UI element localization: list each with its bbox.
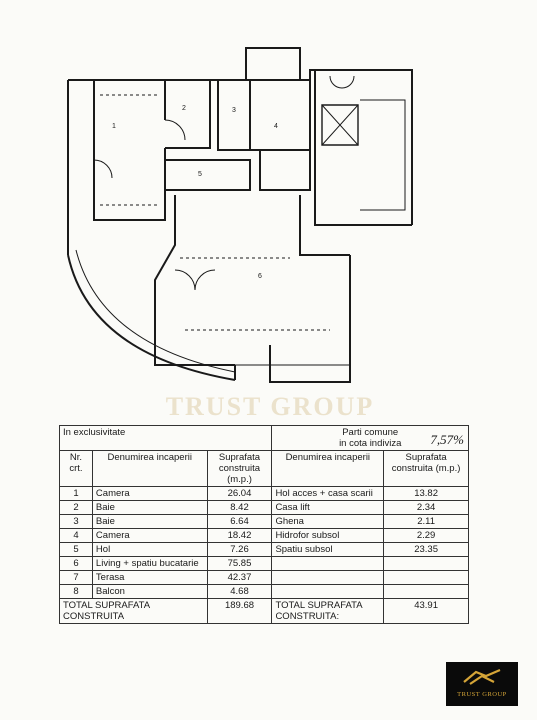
section-common: Parti comune in cota indiviza 7,57%	[271, 425, 469, 451]
row-common-area	[383, 584, 469, 599]
row-common-room: Hidrofor subsol	[271, 528, 385, 543]
row-area: 18.42	[206, 528, 273, 543]
total-left-label: TOTAL SUPRAFATA CONSTRUITA	[59, 598, 208, 624]
row-nr: 2	[59, 500, 93, 515]
row-common-room: Casa lift	[271, 500, 385, 515]
row-nr: 5	[59, 542, 93, 557]
svg-text:3: 3	[232, 107, 236, 114]
row-common-room	[271, 556, 385, 571]
handwritten-quota: 7,57%	[430, 432, 464, 447]
col-common-area: Suprafata construita (m.p.)	[383, 450, 469, 487]
row-area: 75.85	[206, 556, 273, 571]
row-common-area: 13.82	[383, 486, 469, 501]
section-common-quota-label: in cota indiviza	[339, 438, 402, 449]
row-nr: 7	[59, 570, 93, 585]
row-nr: 6	[59, 556, 93, 571]
row-common-area: 2.29	[383, 528, 469, 543]
row-common-room: Hol acces + casa scarii	[271, 486, 385, 501]
row-room: Hol	[91, 542, 208, 557]
logo-text: TRUST GROUP	[457, 691, 507, 698]
row-nr: 8	[59, 584, 93, 599]
row-common-area: 23.35	[383, 542, 469, 557]
row-common-room	[271, 570, 385, 585]
row-room: Baie	[91, 500, 208, 515]
total-left-value: 189.68	[206, 598, 273, 624]
row-common-room	[271, 584, 385, 599]
col-room: Denumirea incaperii	[91, 450, 208, 487]
row-room: Terasa	[91, 570, 208, 585]
handshake-icon	[463, 668, 501, 685]
total-right-value: 43.91	[383, 598, 469, 624]
row-area: 7.26	[206, 542, 273, 557]
row-common-area: 2.34	[383, 500, 469, 515]
svg-text:5: 5	[198, 171, 202, 178]
row-common-area	[383, 570, 469, 585]
row-area: 8.42	[206, 500, 273, 515]
section-common-label: Parti comune	[342, 427, 399, 438]
row-room: Baie	[91, 514, 208, 529]
row-nr: 4	[59, 528, 93, 543]
row-nr: 1	[59, 486, 93, 501]
col-nr: Nr. crt.	[59, 450, 93, 487]
row-common-area: 2.11	[383, 514, 469, 529]
col-common-room: Denumirea incaperii	[271, 450, 385, 487]
row-common-room: Ghena	[271, 514, 385, 529]
svg-text:4: 4	[274, 123, 278, 130]
total-right-label: TOTAL SUPRAFATA CONSTRUITA:	[271, 598, 385, 624]
watermark-text: TRUST GROUP	[165, 392, 375, 421]
row-area: 6.64	[206, 514, 273, 529]
svg-text:6: 6	[258, 273, 262, 280]
floor-plan-drawing: 1 2 3 4 5 6	[67, 47, 413, 383]
section-exclusive-label: In exclusivitate	[63, 427, 126, 438]
area-table: In exclusivitate Parti comune in cota in…	[58, 425, 469, 624]
col-area: Suprafata construita (m.p.)	[206, 450, 273, 487]
row-area: 26.04	[206, 486, 273, 501]
row-room: Balcon	[91, 584, 208, 599]
row-room: Living + spatiu bucatarie	[91, 556, 208, 571]
row-common-area	[383, 556, 469, 571]
total-row: TOTAL SUPRAFATA CONSTRUITA 189.68 TOTAL …	[59, 598, 469, 624]
row-area: 42.37	[206, 570, 273, 585]
row-area: 4.68	[206, 584, 273, 599]
row-nr: 3	[59, 514, 93, 529]
trust-group-logo: TRUST GROUP	[446, 662, 518, 706]
column-header-row: Nr. crt. Denumirea incaperii Suprafata c…	[59, 450, 469, 487]
row-room: Camera	[91, 528, 208, 543]
svg-text:1: 1	[112, 123, 116, 130]
section-exclusive: In exclusivitate	[58, 425, 273, 451]
section-header-row: In exclusivitate Parti comune in cota in…	[58, 425, 469, 451]
row-room: Camera	[91, 486, 208, 501]
row-common-room: Spatiu subsol	[271, 542, 385, 557]
svg-text:2: 2	[182, 105, 186, 112]
